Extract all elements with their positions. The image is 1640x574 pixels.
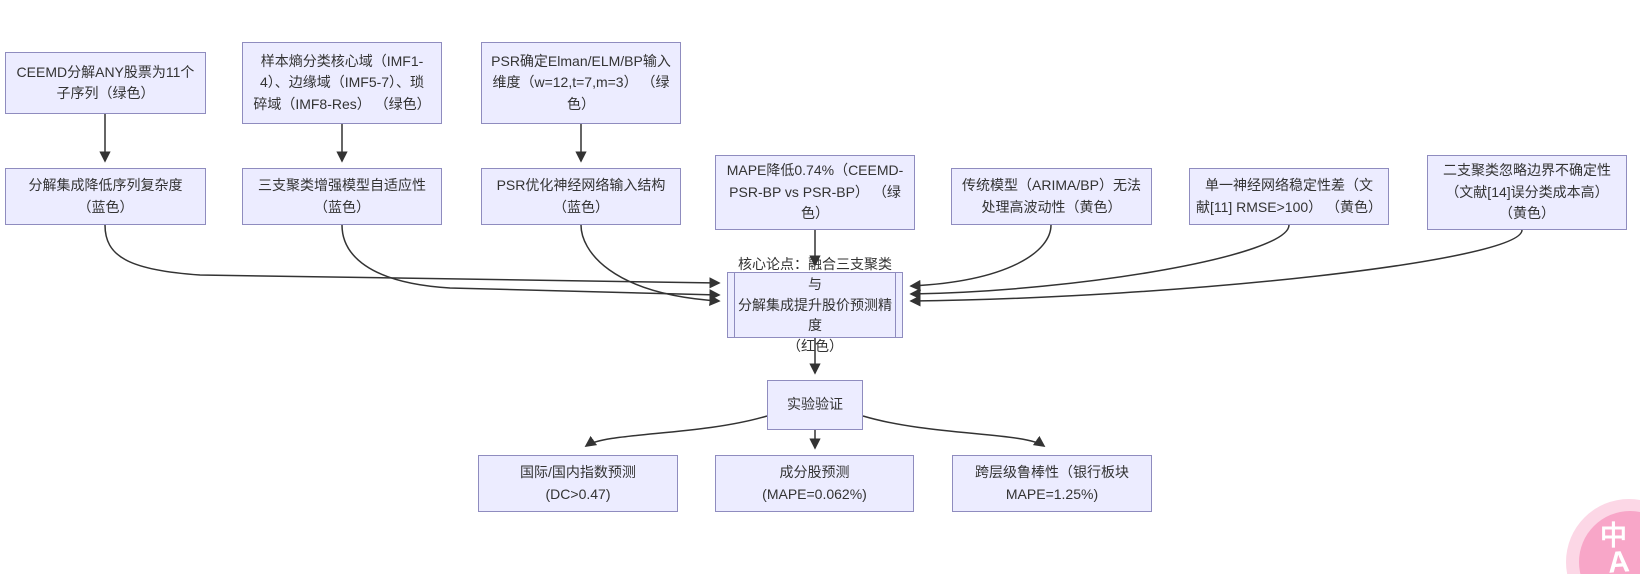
edge-singlenn-core [909,224,1290,300]
node-traditional-model-limitation: 传统模型（ARIMA/BP）无法 处理高波动性（黄色） [951,168,1152,225]
edge-psrstruct-core [580,224,721,306]
node-cross-level-robustness: 跨层级鲁棒性（银行板块 MAPE=1.25%) [952,455,1152,512]
edge-twoway-core [909,229,1523,307]
node-constituent-stock-prediction: 成分股预测 (MAPE=0.062%) [715,455,914,512]
node-label: 核心论点：融合三支聚类与 分解集成提升股价预测精度 （红色） [738,255,892,354]
node-label: PSR确定Elman/ELM/BP输入 维度（w=12,t=7,m=3） （绿 … [491,52,671,112]
node-label: 三支聚类增强模型自适应性 （蓝色） [258,177,426,215]
node-label: 跨层级鲁棒性（银行板块 MAPE=1.25%) [975,464,1129,502]
node-mape-reduction: MAPE降低0.74%（CEEMD- PSR-BP vs PSR-BP） （绿 … [715,155,915,230]
translate-en-glyph: A [1606,545,1631,574]
node-label: 单一神经网络稳定性差（文 献[11] RMSE>100） （黄色） [1195,177,1383,215]
translate-float-button[interactable]: 中 A [1579,511,1640,574]
core-thesis-inner-border: 核心论点：融合三支聚类与 分解集成提升股价预测精度 （红色） [734,256,896,354]
node-label: 二支聚类忽略边界不确定性 （文献[14]误分类成本高） （黄色） [1443,162,1611,222]
translate-zh-glyph: 中 [1600,521,1627,551]
node-label: 国际/国内指数预测 (DC>0.47) [520,464,636,502]
node-three-way-clustering-adaptivity: 三支聚类增强模型自适应性 （蓝色） [242,168,442,225]
node-decomposition-complexity: 分解集成降低序列复杂度 （蓝色） [5,168,206,225]
node-psr-input-dimension: PSR确定Elman/ELM/BP输入 维度（w=12,t=7,m=3） （绿 … [481,42,681,124]
node-label: 传统模型（ARIMA/BP）无法 处理高波动性（黄色） [962,177,1141,215]
node-label: 分解集成降低序列复杂度 （蓝色） [28,177,183,215]
node-index-prediction: 国际/国内指数预测 (DC>0.47) [478,455,678,512]
node-core-thesis: 核心论点：融合三支聚类与 分解集成提升股价预测精度 （红色） [727,256,903,354]
node-label: MAPE降低0.74%（CEEMD- PSR-BP vs PSR-BP） （绿 … [726,162,904,222]
node-ceemd-decomposition: CEEMD分解ANY股票为11个 子序列（绿色） [5,52,206,114]
edge-experiment-index [584,415,768,447]
node-label: 成分股预测 (MAPE=0.062%) [762,464,867,502]
node-two-way-clustering-limitation: 二支聚类忽略边界不确定性 （文献[14]误分类成本高） （黄色） [1427,155,1627,230]
edge-decomp-core [104,224,721,289]
node-label: CEEMD分解ANY股票为11个 子序列（绿色） [16,63,195,102]
node-label: PSR优化神经网络输入结构 （蓝色） [496,177,666,215]
node-psr-input-structure: PSR优化神经网络输入结构 （蓝色） [481,168,681,225]
node-experiment-validation: 实验验证 [767,380,863,430]
edge-traditional-core [909,224,1052,292]
node-label: 样本熵分类核心域（IMF1- 4）、边缘域（IMF5-7）、琐 碎域（IMF8-… [253,52,431,112]
node-sample-entropy-classification: 样本熵分类核心域（IMF1- 4）、边缘域（IMF5-7）、琐 碎域（IMF8-… [242,42,442,124]
node-single-nn-instability: 单一神经网络稳定性差（文 献[11] RMSE>100） （黄色） [1189,168,1389,225]
node-label: 实验验证 [787,396,843,413]
edge-experiment-robust [862,415,1046,447]
edge-threeway-core [341,224,721,301]
